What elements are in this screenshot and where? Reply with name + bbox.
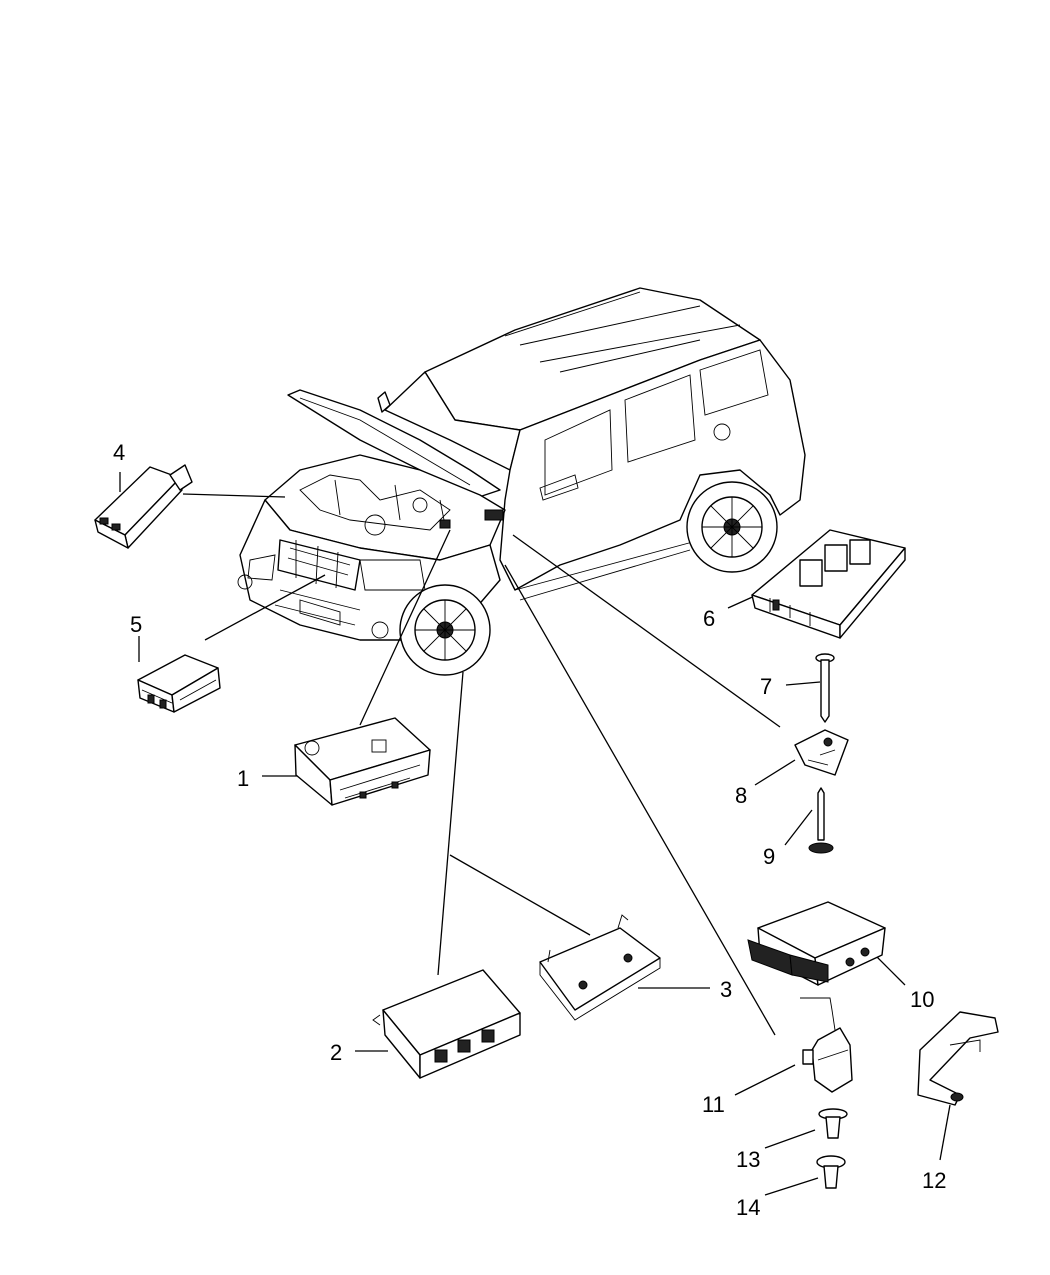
callout-labels: 4 5 1 2 3 6 7 8 9 10 11 12 13 14 <box>113 440 946 1220</box>
callout-5: 5 <box>130 612 142 637</box>
vehicle-illustration <box>237 287 806 676</box>
callout-7: 7 <box>760 674 772 699</box>
part-4-relay <box>94 464 193 549</box>
part-2-control-module <box>372 969 521 1079</box>
part-1-power-distribution-center <box>294 717 431 806</box>
part-11-sensor <box>800 997 853 1093</box>
callout-1: 1 <box>237 766 249 791</box>
part-13-push-pin <box>818 1108 848 1139</box>
callout-6: 6 <box>703 606 715 631</box>
part-8-bracket <box>794 729 849 776</box>
part-9-bolt <box>808 787 834 854</box>
callout-3: 3 <box>720 977 732 1002</box>
callout-9: 9 <box>763 844 775 869</box>
callout-14: 14 <box>736 1195 760 1220</box>
part-5-module <box>137 654 221 713</box>
part-3-bracket <box>539 914 661 1021</box>
callout-4: 4 <box>113 440 125 465</box>
callout-10: 10 <box>910 987 934 1012</box>
part-10-engine-control-module <box>747 901 886 986</box>
callout-11: 11 <box>702 1092 725 1117</box>
part-14-push-pin <box>816 1155 846 1189</box>
callout-13: 13 <box>736 1147 760 1172</box>
part-12-bracket <box>917 1011 999 1106</box>
part-6-module <box>751 529 906 639</box>
callout-8: 8 <box>735 783 747 808</box>
leader-lines <box>119 472 951 1196</box>
callout-2: 2 <box>330 1040 342 1065</box>
callout-12: 12 <box>922 1168 946 1193</box>
part-7-bolt <box>815 653 835 723</box>
